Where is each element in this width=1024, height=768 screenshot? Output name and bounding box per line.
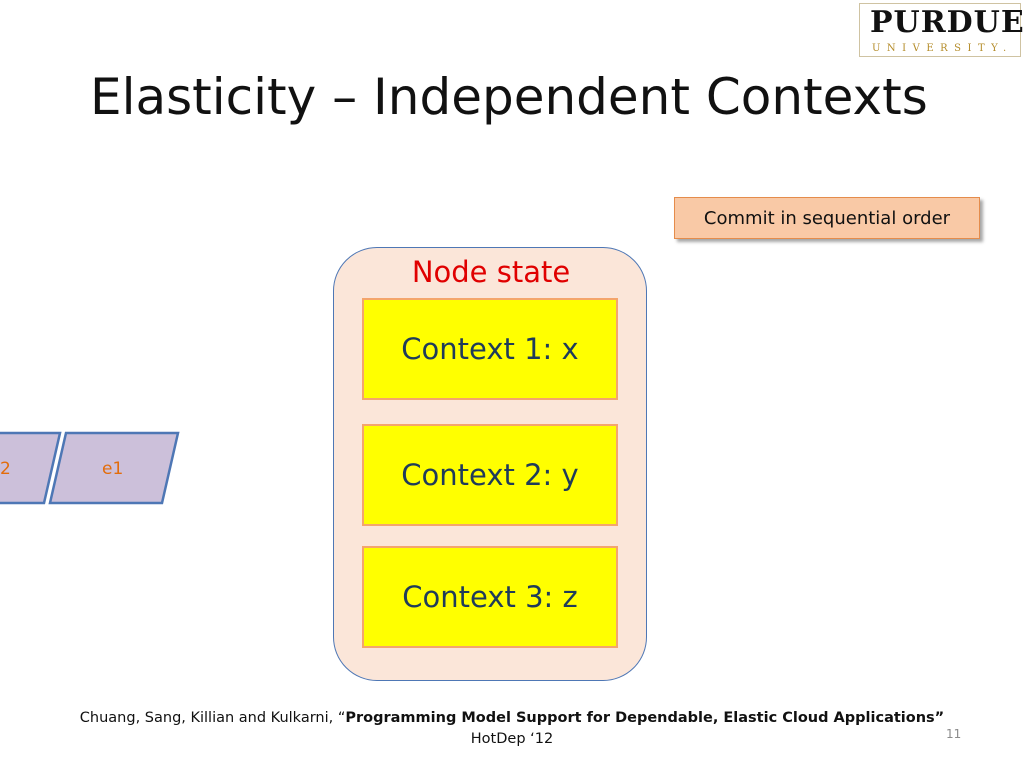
- commit-callout: Commit in sequential order: [674, 197, 980, 239]
- node-state-label: Node state: [411, 255, 571, 289]
- citation-venue: HotDep ‘12: [470, 731, 554, 747]
- logo-wordmark: PURDUE: [870, 5, 1024, 40]
- node-state-box: Node state Context 1: x Context 2: y Con…: [333, 247, 647, 681]
- context-2-box: Context 2: y: [362, 424, 618, 526]
- citation: Chuang, Sang, Killian and Kulkarni, “Pro…: [0, 708, 1024, 750]
- event-queue: [0, 431, 180, 505]
- citation-line-1: Chuang, Sang, Killian and Kulkarni, “Pro…: [0, 708, 1024, 729]
- event-label-e1: e1: [102, 459, 124, 479]
- event-label-e2: 2: [0, 459, 11, 479]
- citation-authors: Chuang, Sang, Killian and Kulkarni, “: [79, 710, 346, 726]
- event-parallelogram-e1: [48, 431, 180, 505]
- event-parallelogram-e2: [0, 431, 62, 505]
- context-3-box: Context 3: z: [362, 546, 618, 648]
- logo-subtitle: UNIVERSITY.: [872, 43, 1013, 54]
- context-1-box: Context 1: x: [362, 298, 618, 400]
- citation-paper-title: Programming Model Support for Dependable…: [345, 710, 945, 726]
- slide-title: Elasticity – Independent Contexts: [90, 68, 928, 126]
- purdue-logo: PURDUE UNIVERSITY.: [859, 3, 1024, 57]
- slide-number: 11: [946, 727, 962, 741]
